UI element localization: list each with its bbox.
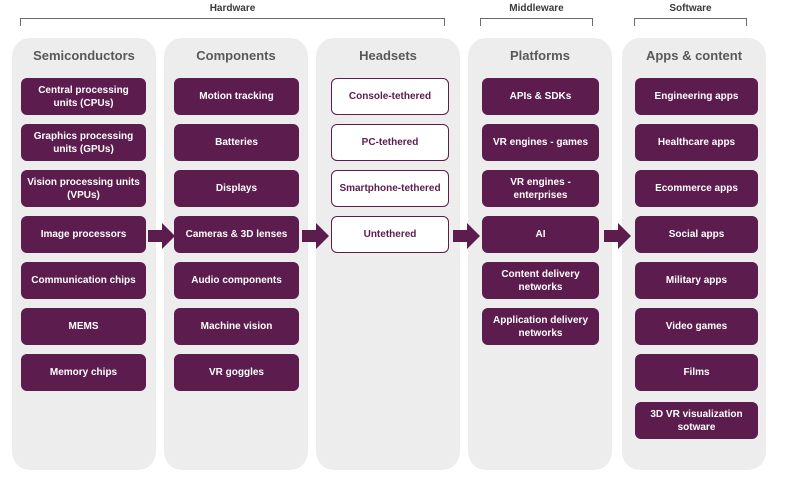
- headset-item: PC-tethered: [331, 124, 449, 161]
- platform-item: VR engines - games: [482, 124, 599, 161]
- app-item: Films: [635, 354, 758, 391]
- app-item: Military apps: [635, 262, 758, 299]
- platform-item: VR engines - enterprises: [482, 170, 599, 207]
- middleware-group-label: Middleware: [509, 3, 564, 14]
- platform-item: Content delivery networks: [482, 262, 599, 299]
- headset-item: Untethered: [331, 216, 449, 253]
- middleware-bracket: [480, 18, 593, 26]
- component-item: Machine vision: [174, 308, 299, 345]
- component-item: VR goggles: [174, 354, 299, 391]
- software-group-label: Software: [669, 3, 712, 14]
- hardware-bracket: [20, 18, 445, 26]
- component-item: Motion tracking: [174, 78, 299, 115]
- platform-item: Application delivery networks: [482, 308, 599, 345]
- arrow-right-icon: [453, 223, 480, 249]
- headset-item: Smartphone-tethered: [331, 170, 449, 207]
- semiconductor-item: Graphics processing units (GPUs): [21, 124, 146, 161]
- semiconductors-title: Semiconductors: [33, 48, 135, 63]
- app-item: Healthcare apps: [635, 124, 758, 161]
- arrow-right-icon: [302, 223, 329, 249]
- app-item: 3D VR visualization sotware: [635, 402, 758, 439]
- component-item: Audio components: [174, 262, 299, 299]
- app-item: Engineering apps: [635, 78, 758, 115]
- semiconductor-item: Vision processing units (VPUs): [21, 170, 146, 207]
- component-item: Cameras & 3D lenses: [174, 216, 299, 253]
- semiconductor-item: Memory chips: [21, 354, 146, 391]
- semiconductor-item: Central processing units (CPUs): [21, 78, 146, 115]
- component-item: Displays: [174, 170, 299, 207]
- arrow-right-icon: [148, 223, 175, 249]
- platforms-title: Platforms: [510, 48, 570, 63]
- app-item: Ecommerce apps: [635, 170, 758, 207]
- platform-item: APIs & SDKs: [482, 78, 599, 115]
- headsets-title: Headsets: [359, 48, 417, 63]
- software-bracket: [634, 18, 747, 26]
- semiconductor-item: Communication chips: [21, 262, 146, 299]
- arrow-right-icon: [604, 223, 631, 249]
- app-item: Video games: [635, 308, 758, 345]
- semiconductor-item: MEMS: [21, 308, 146, 345]
- semiconductor-item: Image processors: [21, 216, 146, 253]
- component-item: Batteries: [174, 124, 299, 161]
- platform-item: AI: [482, 216, 599, 253]
- apps-title: Apps & content: [645, 48, 743, 63]
- components-title: Components: [196, 48, 276, 63]
- hardware-group-label: Hardware: [209, 3, 256, 14]
- app-item: Social apps: [635, 216, 758, 253]
- headset-item: Console-tethered: [331, 78, 449, 115]
